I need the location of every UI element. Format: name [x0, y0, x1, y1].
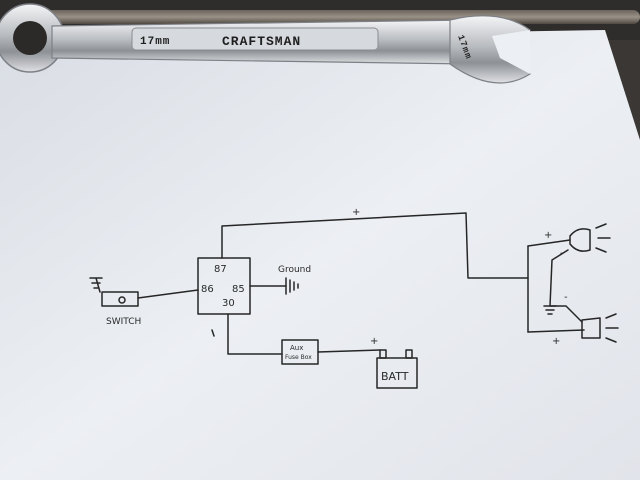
switch-label: SWITCH [106, 317, 141, 327]
lower-headlight-rays [605, 313, 619, 343]
battery [376, 357, 418, 389]
switch-ground-symbol [89, 277, 103, 293]
relay-pin-87: 87 [214, 264, 227, 275]
lower-light-plus-sign: + [552, 336, 560, 347]
wire-fuse-to-battery [317, 349, 381, 353]
ground-label: Ground [278, 265, 311, 275]
top-wire-plus-sign: + [352, 207, 360, 218]
upper-headlight [569, 228, 591, 252]
fuse-box-label-line2: Fuse Box [285, 354, 312, 361]
upper-light-minus-sign: - [560, 248, 564, 259]
battery-plus-sign: + [370, 336, 378, 347]
upper-headlight-rays [595, 223, 611, 253]
ground-symbol [285, 277, 299, 295]
switch-contact [118, 296, 126, 304]
relay-pin-30: 30 [222, 298, 235, 309]
lower-light-minus-sign: - [564, 292, 568, 303]
wrench [0, 3, 532, 84]
paper-sheet [0, 30, 640, 480]
relay-pin-86: 86 [201, 284, 214, 295]
light-ground-symbol [543, 305, 557, 315]
wire-87-to-lights [221, 212, 529, 279]
battery-label: BATT [381, 370, 409, 383]
wire-upper-light-positive [527, 239, 571, 247]
wrench-size-mark: 17mm [140, 36, 170, 48]
switch-box [101, 291, 139, 307]
relay-pin-85: 85 [232, 284, 245, 295]
upper-light-plus-sign: + [544, 230, 552, 241]
wrench-brand: CRAFTSMAN [222, 34, 301, 49]
wire-30-to-fuse [227, 313, 283, 355]
wire-switch-to-86 [137, 289, 199, 299]
wire-lower-light-positive [527, 329, 585, 333]
wiring-diagram [89, 212, 619, 389]
lower-headlight [581, 317, 601, 339]
fuse-box-label-line1: Aux [290, 344, 303, 352]
